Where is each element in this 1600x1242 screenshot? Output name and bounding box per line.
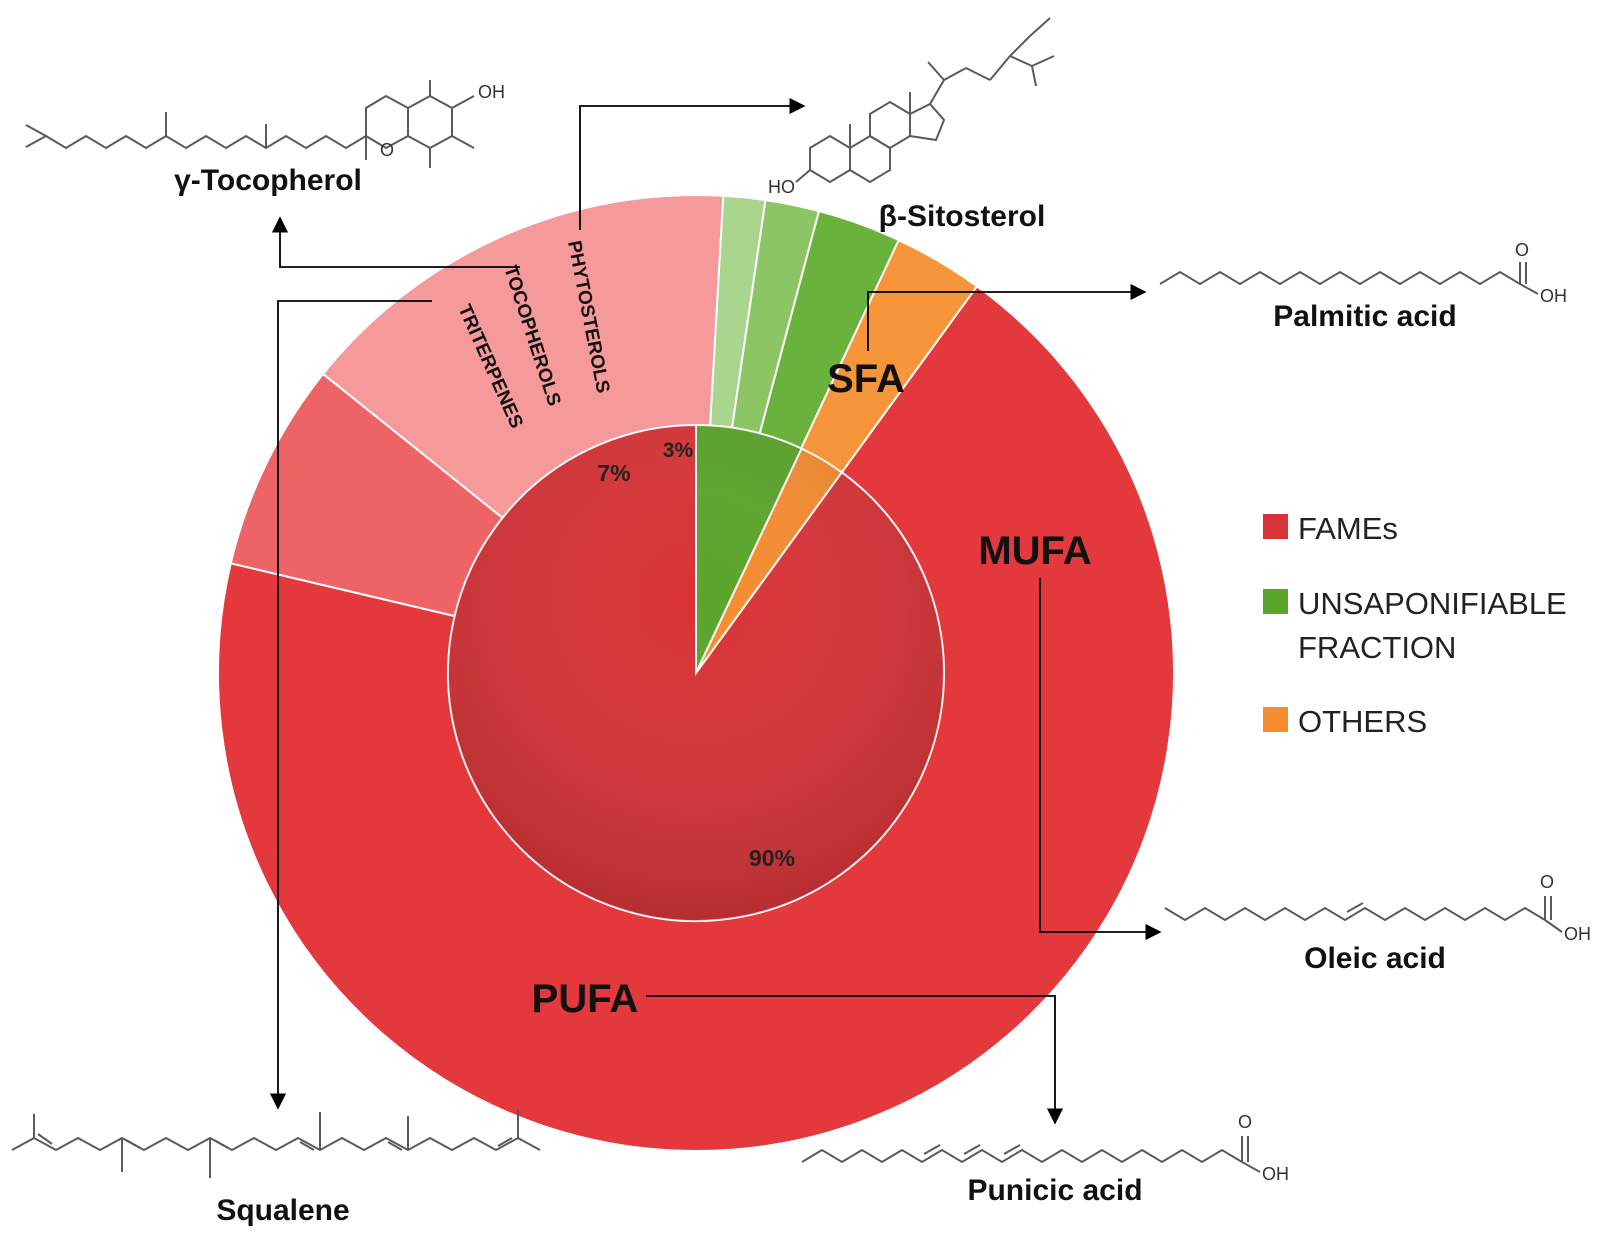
palmitic-atom-o: O [1515,240,1529,260]
legend-swatch-fames [1263,514,1288,539]
oleic-atom-o: O [1540,872,1554,892]
legend-label-unsaponifiable-2: FRACTION [1298,630,1456,665]
oleic-name: Oleic acid [1304,942,1446,975]
molecule-punicic [801,1136,1261,1173]
oleic-atom-oh: OH [1564,924,1591,944]
legend-label-unsaponifiable-1: UNSAPONIFIABLE [1298,586,1567,621]
punicic-atom-oh: OH [1262,1164,1289,1184]
inner-pie [447,423,945,922]
punicic-name: Punicic acid [967,1174,1142,1207]
molecule-squalene [11,1110,541,1178]
palmitic-name: Palmitic acid [1273,300,1456,333]
arrow-triterpenes [269,300,432,1110]
palmitic-atom-oh: OH [1540,286,1567,306]
tocopherol-atom-oh: OH [478,82,505,102]
arrow-mufa [1039,578,1162,941]
arrow-sfa [867,283,1147,351]
outer-label-pufa: PUFA [532,977,639,1021]
inner-label-others: 3% [663,439,694,462]
arrow-tocopherols [271,216,520,268]
punicic-atom-o: O [1238,1112,1252,1132]
tocopherol-name: γ-Tocopherol [174,164,362,197]
sitosterol-name: β-Sitosterol [879,200,1046,233]
arrow-phytosterols [579,97,806,230]
connectors [269,97,1162,1125]
outer-label-mufa: MUFA [978,529,1091,573]
legend: FAMEs UNSAPONIFIABLE FRACTION OTHERS [1263,511,1567,739]
molecule-oleic [1164,896,1563,933]
sitosterol-atom-ho: HO [768,177,795,197]
outer-label-sfa: SFA [827,357,905,401]
inner-label-famEs: 90% [749,845,795,871]
squalene-name: Squalene [216,1194,349,1227]
arrow-pufa [646,995,1064,1125]
legend-label-fames: FAMEs [1298,511,1398,546]
molecule-tocopherol [25,80,475,168]
molecule-palmitic [1159,262,1539,295]
legend-swatch-others [1263,707,1288,732]
legend-swatch-unsaponifiable [1263,589,1288,614]
tocopherol-atom-o: O [380,140,394,160]
molecule-sitosterol [795,17,1055,184]
legend-label-others: OTHERS [1298,704,1427,739]
inner-label-unsaponifiable: 7% [597,460,630,486]
